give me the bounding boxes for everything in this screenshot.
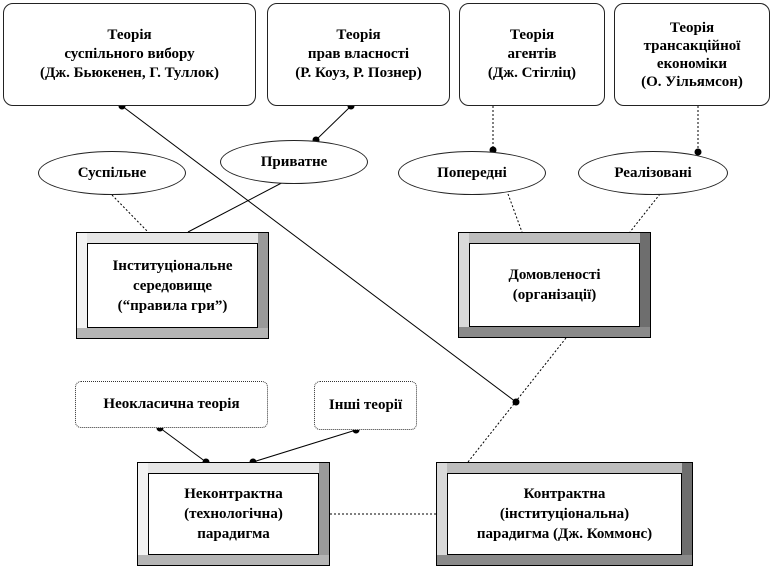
theory-authors: (Р. Коуз, Р. Познер) [295, 65, 422, 81]
theory-title: Теорія [509, 27, 555, 43]
box-line: парадигма [197, 526, 270, 542]
box-line: Інституціональне [112, 257, 233, 274]
link-private-to-inst-env [187, 176, 294, 233]
link-prior-to-agreements [507, 193, 523, 233]
link-public-to-inst-env [111, 194, 149, 233]
link-neoclassical-to-noncontract [159, 427, 207, 463]
link-public-choice-to-contract [121, 105, 517, 403]
box-line: (інституціональна) [499, 506, 630, 522]
theory-subject: суспільного вибору [64, 46, 195, 62]
box-line: середовище [132, 277, 213, 294]
box-line: (“правила гри”) [117, 297, 228, 314]
box-line: (технологічна) [184, 506, 283, 522]
theory-transaction-economics-box: Теорія трансакційної економіки (О. Уілья… [614, 3, 770, 106]
link-property-to-private [315, 105, 352, 141]
link-other-to-noncontract [252, 429, 357, 463]
theory-subject: економіки [656, 55, 728, 72]
theory-property-rights-box: Теорія прав власності (Р. Коуз, Р. Позне… [267, 3, 450, 106]
theory-authors: (О. Уільямсон) [641, 73, 743, 90]
link-realized-to-agreements [629, 193, 661, 233]
theory-authors: (Дж. Бьюкенен, Г. Туллок) [39, 65, 220, 81]
ellipse-realized: Реалізовані [578, 151, 728, 195]
box-line: Неконтрактна [184, 486, 283, 502]
ellipse-prior: Попередні [398, 151, 546, 195]
theory-authors: (Дж. Стігліц) [487, 65, 577, 81]
contract-paradigm-box: Контрактна (інституціональна) парадигма … [436, 462, 693, 566]
theory-title: Теорія [336, 27, 381, 43]
neoclassical-theory-box: Неокласична теорія [75, 381, 268, 428]
box-line: (організації) [512, 287, 597, 303]
noncontract-paradigm-box: Неконтрактна (технологічна) парадигма [137, 462, 330, 566]
box-line: парадигма (Дж. Коммонс) [476, 526, 653, 542]
ellipse-private: Приватне [220, 140, 368, 184]
institutional-environment-box: Інституціональне середовище (“правила гр… [76, 232, 269, 339]
junction-dot [694, 148, 702, 156]
box-line: Контрактна [523, 486, 606, 502]
theory-agents-box: Теорія агентів (Дж. Стігліц) [459, 3, 605, 106]
junction-dot [512, 398, 520, 406]
box-line: Домовленості [508, 267, 601, 283]
theory-subject: прав власності [307, 46, 410, 62]
theory-title: Теорія [107, 27, 152, 43]
ellipse-public: Суспільне [38, 151, 186, 195]
other-theories-box: Інші теорії [314, 381, 417, 430]
theory-title: Теорія [669, 19, 715, 36]
theory-subject: трансакційної [643, 37, 741, 54]
theory-public-choice-box: Теорія суспільного вибору (Дж. Бьюкенен,… [3, 3, 256, 106]
agreements-box: Домовленості (організації) [458, 232, 651, 338]
theory-subject: агентів [507, 46, 557, 62]
